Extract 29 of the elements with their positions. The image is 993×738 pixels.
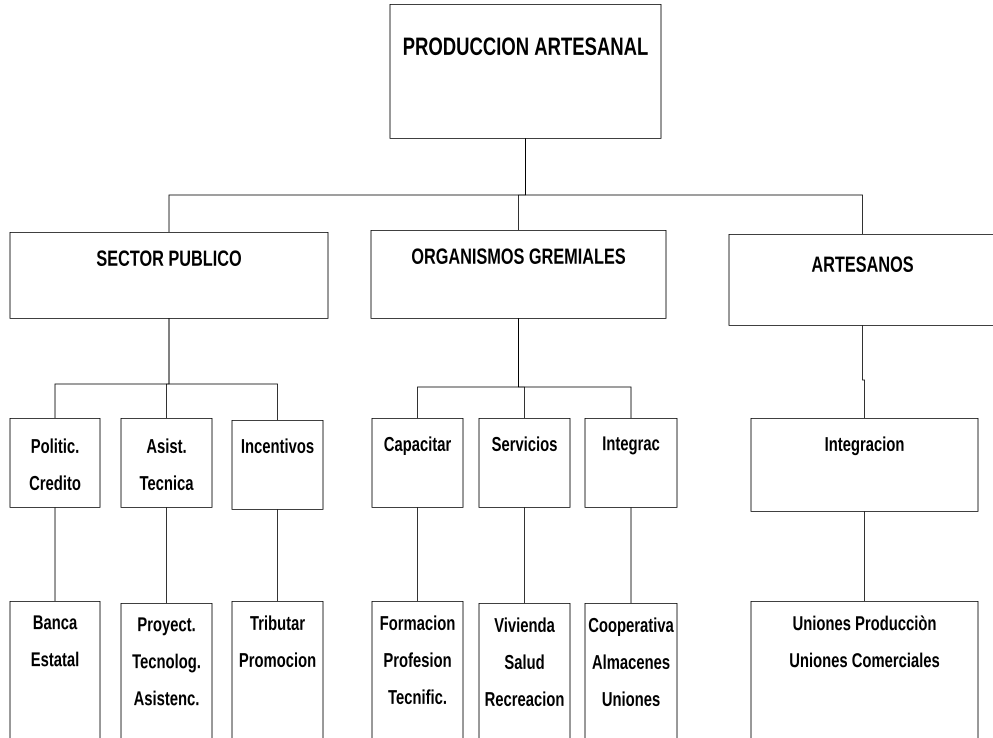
connector-line [525,138,863,234]
connector-line [417,507,418,602]
connector-line [518,318,632,418]
org-box: Integrac [584,418,678,508]
org-box: ARTESANOS [728,234,993,326]
connector-line [54,507,56,602]
org-box: Tributar Promocion [232,601,324,738]
connector-line [524,507,525,604]
org-box: SECTOR PUBLICO [10,232,328,319]
org-box: Formacion Profesion Tecnific. [372,601,464,738]
org-box: Uniones Producciòn Uniones Comerciales [750,601,978,738]
connector-line [630,507,632,604]
org-box: Vivienda Salud Recreacion [478,603,570,738]
connector-line [277,509,278,602]
org-box: Capacitar [372,418,464,508]
connector-line [168,318,278,420]
org-box: Proyect. Tecnolog. Asistenc. [120,603,212,738]
connector-line [166,507,167,604]
org-box: ORGANISMOS GREMIALES [370,230,666,319]
org-box: PRODUCCION ARTESANAL [390,4,662,139]
org-box: Integracion [750,418,978,512]
org-box: Cooperativa Almacenes Uniones [584,603,678,738]
org-box: Asist. Tecnica [120,418,212,508]
connector-line [864,511,865,602]
connector-line [862,325,865,418]
org-box: Banca Estatal [10,601,100,738]
org-box: Incentivos [232,420,324,510]
org-box: Politic. Credito [10,418,100,508]
org-box: Servicios [478,418,570,508]
